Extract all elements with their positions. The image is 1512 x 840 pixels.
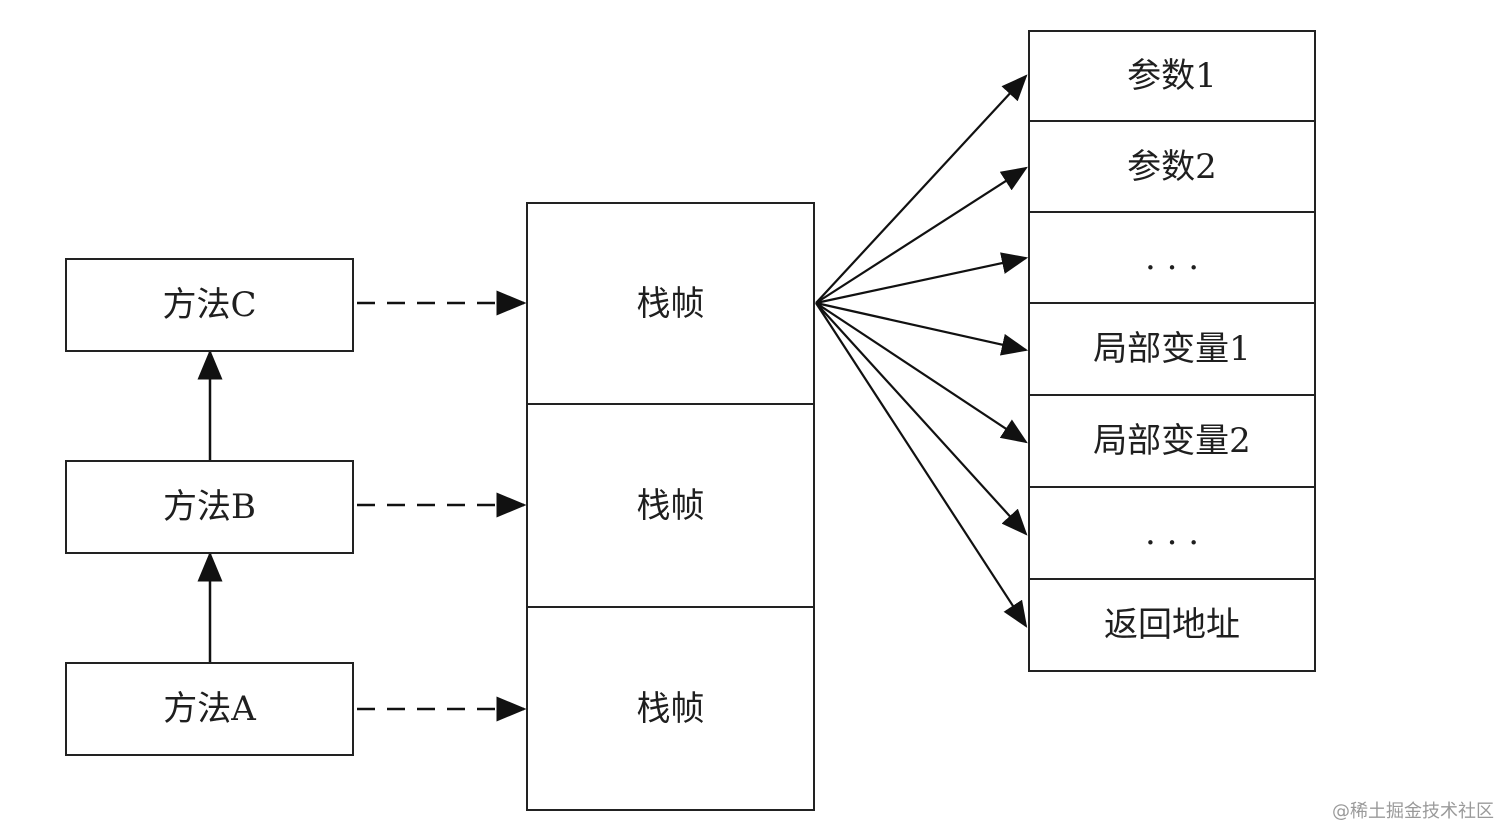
frame-to-local-variable-1-arrow: [815, 301, 1029, 356]
stack-frame-middle: 栈帧: [526, 403, 815, 608]
frame-to-ellipsis-2-arrow: [815, 302, 1028, 536]
stack-frame-middle-label: 栈帧: [636, 485, 705, 526]
method-b-box: 方法B: [65, 460, 354, 554]
stack-frame-bottom: 栈帧: [526, 606, 815, 811]
method-b-label: 方法B: [163, 487, 256, 527]
frame-detail-local-variable-1: 局部变量1: [1028, 302, 1316, 396]
frame-detail-parameter-1: 参数1: [1028, 30, 1316, 122]
frame-detail-ellipsis-2-label: . . .: [1144, 513, 1200, 553]
stack-frame-top-label: 栈帧: [636, 283, 705, 324]
frame-detail-ellipsis-1-label: . . .: [1144, 237, 1200, 278]
method-a-label: 方法A: [163, 689, 256, 729]
frame-detail-parameter-2: 参数2: [1028, 120, 1316, 213]
frame-detail-ellipsis-2: . . .: [1028, 486, 1316, 580]
stack-frame-top: 栈帧: [526, 202, 815, 405]
frame-to-parameter-1-arrow: [815, 74, 1028, 304]
frame-detail-parameter-1-label: 参数1: [1127, 56, 1217, 96]
method-c-box: 方法C: [65, 258, 354, 352]
frame-to-return-address-arrow: [815, 302, 1028, 628]
stack-frame-bottom-label: 栈帧: [636, 688, 705, 729]
frame-detail-parameter-2-label: 参数2: [1127, 146, 1217, 187]
frame-detail-ellipsis-1: . . .: [1028, 211, 1316, 304]
watermark-text: @稀土掘金技术社区: [1332, 801, 1494, 822]
frame-detail-local-variable-2: 局部变量2: [1028, 394, 1316, 488]
frame-to-parameter-2-arrow: [815, 166, 1028, 304]
frame-detail-return-address-label: 返回地址: [1104, 605, 1240, 645]
frame-detail-local-variable-1-label: 局部变量1: [1093, 329, 1251, 369]
frame-to-local-variable-2-arrow: [815, 302, 1028, 444]
frame-detail-return-address: 返回地址: [1028, 578, 1316, 672]
method-a-box: 方法A: [65, 662, 354, 756]
method-c-label: 方法C: [162, 285, 257, 325]
frame-detail-local-variable-2-label: 局部变量2: [1093, 421, 1251, 461]
frame-to-ellipsis-1-arrow: [815, 252, 1029, 305]
